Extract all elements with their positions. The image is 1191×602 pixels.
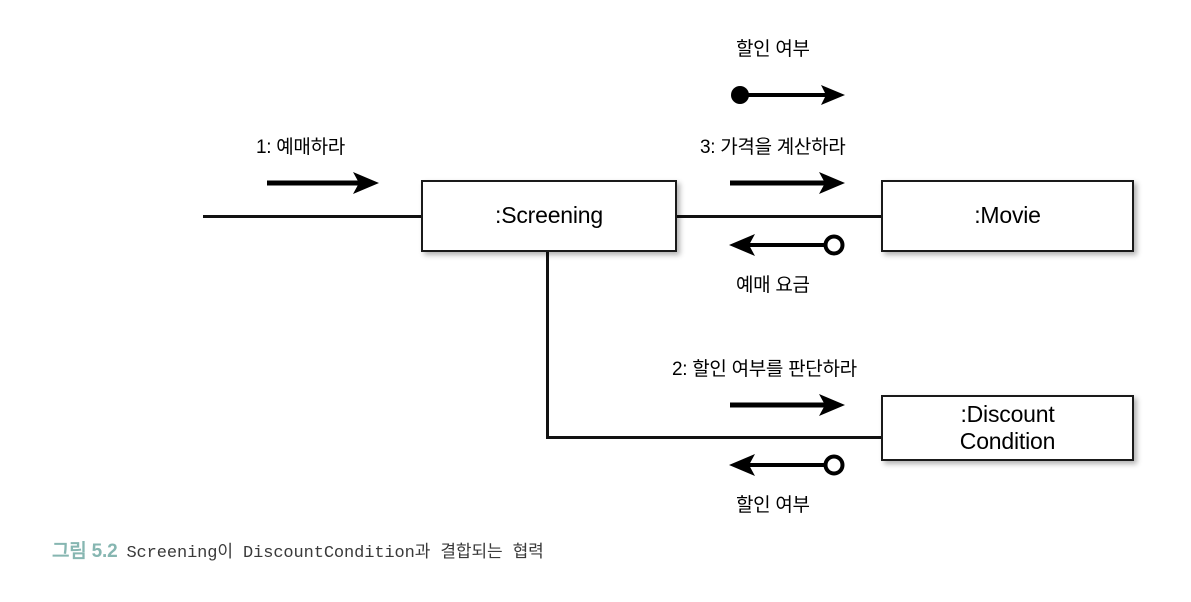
message-label-2: 2: 할인 여부를 판단하라 — [672, 359, 857, 380]
object-box-screening[interactable]: :Screening — [421, 180, 677, 252]
message-arrow-3 — [728, 170, 846, 196]
dataflow-label-top-discount: 할인 여부 — [736, 39, 810, 60]
link-actor-to-screening — [203, 215, 425, 218]
message-label-1: 1: 예매하라 — [256, 137, 345, 158]
figure-caption: 그림 5.2 Screening이 DiscountCondition과 결합되… — [52, 536, 544, 563]
dataflow-arrow-top-discount — [727, 82, 847, 108]
object-label-discount-condition: :Discount Condition — [959, 400, 1056, 454]
message-arrow-1 — [265, 170, 380, 196]
object-box-movie[interactable]: :Movie — [881, 180, 1134, 252]
figure-caption-text: Screening이 DiscountCondition과 결합되는 협력 — [126, 544, 544, 563]
figure-caption-number: 그림 5.2 — [52, 541, 118, 562]
dataflow-label-booking-fee: 예매 요금 — [736, 275, 810, 296]
object-label-screening: :Screening — [495, 202, 603, 229]
link-to-discount-condition — [546, 436, 885, 439]
object-box-discount-condition[interactable]: :Discount Condition — [881, 395, 1134, 461]
message-label-3: 3: 가격을 계산하라 — [700, 137, 846, 158]
link-screening-to-movie — [673, 215, 885, 218]
dataflow-arrow-booking-fee — [727, 232, 847, 258]
message-arrow-2 — [728, 392, 846, 418]
dataflow-arrow-bottom-discount — [727, 452, 847, 478]
dataflow-label-bottom-discount: 할인 여부 — [736, 495, 810, 516]
link-screening-vertical — [546, 250, 549, 439]
object-label-movie: :Movie — [974, 202, 1041, 229]
